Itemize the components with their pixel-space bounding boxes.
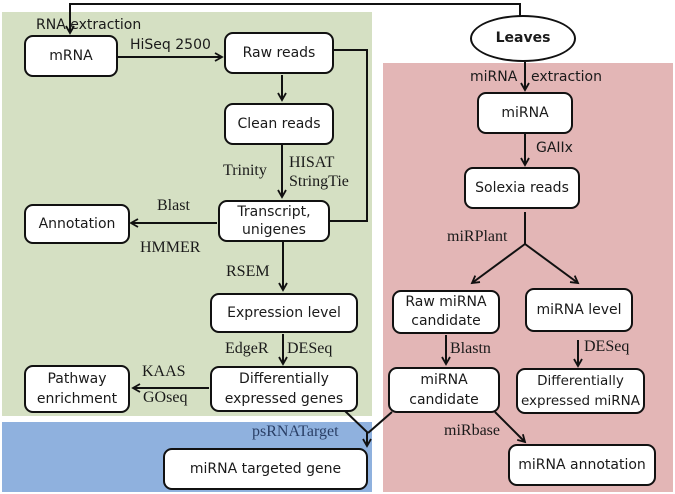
node-pathway: Pathway enrichment (24, 365, 130, 413)
node-solexia-reads-label: Solexia reads (475, 179, 569, 196)
node-mirna: miRNA (477, 92, 573, 134)
node-mirna-level: miRNA level (525, 288, 633, 332)
node-raw-reads: Raw reads (224, 32, 334, 74)
label-blast: Blast (157, 197, 190, 214)
label-psrnatarget: psRNATarget (252, 423, 339, 440)
node-raw-reads-label: Raw reads (242, 44, 316, 61)
node-solexia-reads: Solexia reads (464, 167, 580, 209)
node-clean-reads-label: Clean reads (237, 115, 321, 132)
node-leaves-label: Leaves (495, 30, 551, 46)
label-deseq-mirna: DESeq (584, 338, 630, 355)
node-mirna-candidate: miRNA candidate (388, 367, 500, 413)
node-targeted-gene-label: miRNA targeted gene (189, 460, 342, 477)
label-rsem: RSEM (226, 263, 270, 280)
label-mirna-extraction-1: miRNA (470, 69, 518, 85)
node-transcript: Transcript, unigenes (218, 200, 330, 242)
label-deseq: DESeq (287, 340, 333, 357)
node-mrna: mRNA (24, 35, 118, 77)
label-mirna-extraction-2: extraction (531, 69, 602, 85)
node-raw-mirna-candidate: Raw miRNA candidate (392, 290, 500, 334)
node-leaves: Leaves (470, 15, 576, 62)
node-mirna-candidate-label: miRNA candidate (409, 372, 479, 408)
node-pathway-label: Pathway enrichment (36, 371, 118, 407)
label-rna-extraction: RNA extraction (36, 17, 142, 33)
node-targeted-gene: miRNA targeted gene (163, 448, 368, 490)
node-de-mirna-label: Differentially expressed miRNA (520, 373, 641, 409)
label-hisat: HISAT (289, 154, 335, 171)
node-de-mirna: Differentially expressed miRNA (516, 368, 645, 414)
node-mirna-annotation-label: miRNA annotation (518, 456, 646, 473)
node-annotation: Annotation (24, 204, 130, 244)
node-expression-level: Expression level (210, 293, 358, 333)
label-stringtie: StringTie (289, 173, 349, 190)
node-mirna-annotation: miRNA annotation (508, 444, 656, 486)
node-deg: Differentially expressed genes (210, 366, 358, 412)
label-mirplant: miRPlant (447, 228, 508, 245)
node-raw-mirna-candidate-label: Raw miRNA candidate (405, 294, 487, 329)
node-deg-label: Differentially expressed genes (224, 371, 344, 407)
node-clean-reads: Clean reads (224, 103, 334, 145)
node-transcript-label: Transcript, unigenes (237, 204, 311, 238)
label-mirbase: miRbase (444, 422, 500, 439)
label-kaas: KAAS (142, 363, 186, 380)
node-mrna-label: mRNA (49, 47, 93, 64)
label-edger: EdgeR (225, 340, 269, 357)
label-blastn: Blastn (450, 340, 491, 357)
label-goseq: GOseq (143, 389, 188, 406)
label-hmmer: HMMER (140, 239, 201, 256)
node-mirna-label: miRNA (501, 104, 549, 121)
label-trinity: Trinity (223, 162, 267, 179)
node-mirna-level-label: miRNA level (536, 301, 622, 318)
node-annotation-label: Annotation (38, 215, 116, 232)
node-expression-level-label: Expression level (227, 304, 341, 321)
label-gaiix: GAIIx (536, 140, 573, 156)
label-hiseq: HiSeq 2500 (130, 37, 211, 53)
